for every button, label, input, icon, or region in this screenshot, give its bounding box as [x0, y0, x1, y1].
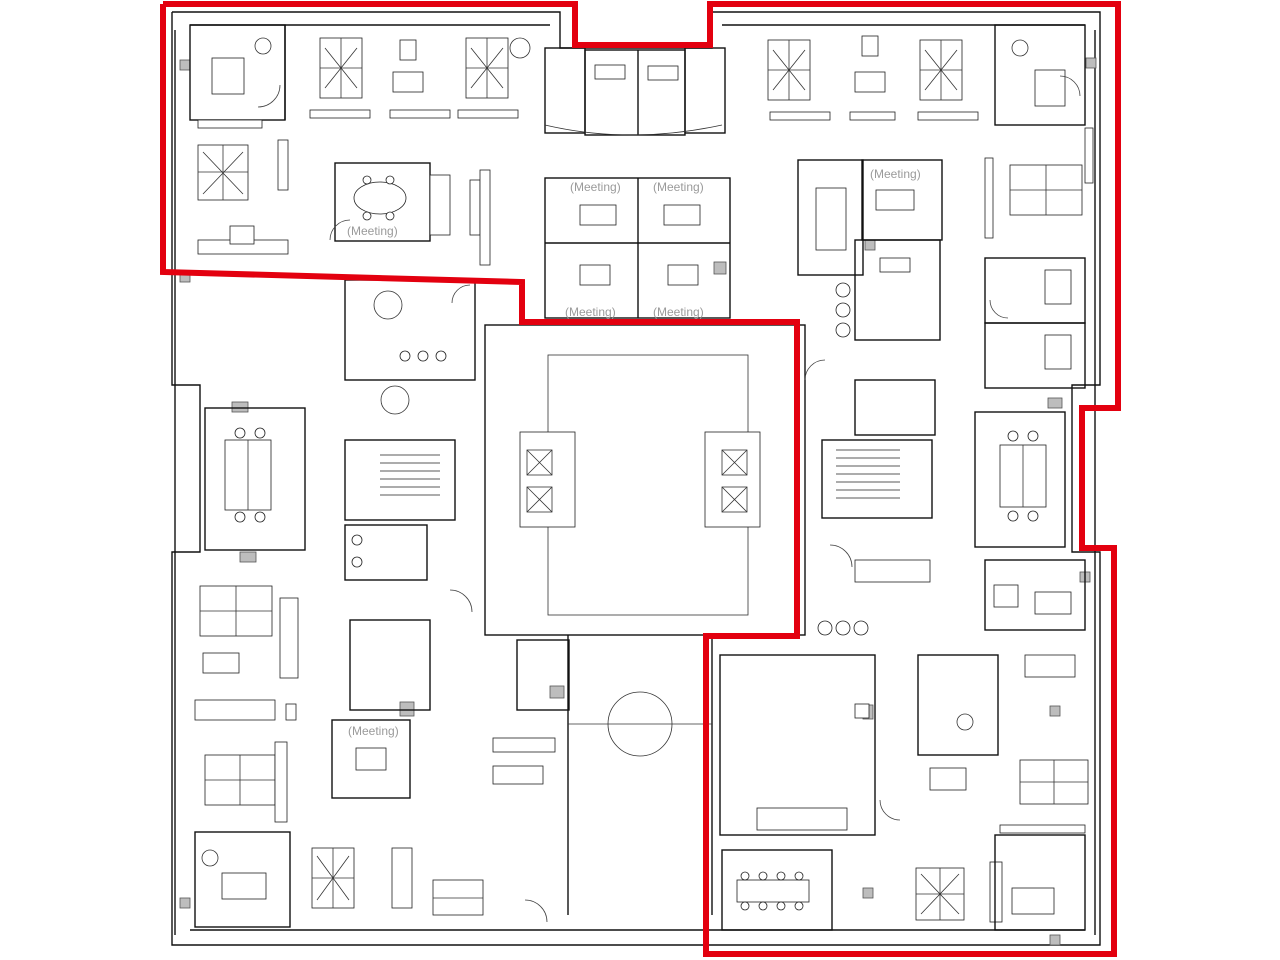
- column-icon: [1085, 57, 1097, 69]
- west-core: [344, 279, 476, 711]
- room-label: (Meeting): [565, 305, 616, 319]
- west-meeting-pod: [204, 407, 1066, 551]
- meeting-table-icon: [355, 747, 387, 771]
- stair-icon: [380, 454, 440, 496]
- door-swing-icon: [451, 284, 471, 304]
- desk: [221, 872, 267, 900]
- north-east-offices: (Meeting): [767, 24, 1094, 389]
- door-swing-icon: [879, 799, 901, 821]
- south-east-offices: [719, 559, 1089, 931]
- workstation-cluster-icon: [197, 144, 249, 201]
- room-label: (Meeting): [653, 305, 704, 319]
- toilet-icon: [351, 556, 363, 568]
- workstation-cluster-icon: [311, 847, 355, 909]
- workstation-cluster-icon: [1019, 759, 1089, 805]
- workstation-cluster-icon: [767, 39, 811, 101]
- column-icon: [179, 59, 191, 71]
- room-label: (Meeting): [348, 724, 399, 738]
- workstation-cluster-icon: [199, 585, 273, 637]
- doors: [257, 75, 1081, 923]
- column-icon: [231, 401, 249, 413]
- room-label: (Meeting): [653, 180, 704, 194]
- stair-icon: [836, 449, 900, 499]
- workstation-cluster-icon: [465, 37, 509, 99]
- top-central-offices: [544, 47, 726, 136]
- workstation-cluster-icon: [204, 754, 276, 806]
- highlighted-zones: [160, 1, 1121, 957]
- workstation-cluster-icon: [432, 879, 484, 916]
- elevator-icon: [526, 449, 748, 513]
- column-icon: [1049, 705, 1061, 717]
- room-label: (Meeting): [570, 180, 621, 194]
- room-label: (Meeting): [870, 167, 921, 181]
- column-icon: [1049, 934, 1061, 946]
- central-meeting-block: (Meeting) (Meeting) (Meeting) (Meeting) …: [347, 177, 731, 319]
- desk: [1011, 887, 1055, 915]
- meeting-table-icon: [353, 181, 407, 215]
- column-icon: [864, 239, 876, 251]
- workstation-cluster-icon: [1009, 164, 1083, 216]
- east-core: [821, 239, 941, 583]
- door-swing-icon: [257, 84, 281, 108]
- column-icon: [549, 685, 565, 699]
- south-west-offices: (Meeting): [194, 585, 570, 928]
- toilet-icon: [351, 534, 363, 546]
- door-swing-icon: [989, 299, 1009, 319]
- workstation-cluster-icon: [915, 867, 965, 921]
- meeting-table-icon: [736, 879, 810, 903]
- toilet-icon: [835, 322, 851, 338]
- toilet-icon: [835, 282, 851, 298]
- desk: [1034, 69, 1066, 107]
- column-icon: [862, 887, 874, 899]
- room-label: (Meeting): [347, 224, 398, 238]
- door-swing-icon: [329, 219, 351, 241]
- meeting-table-icon: [929, 767, 967, 791]
- atrium: [484, 324, 806, 915]
- column-icon: [399, 701, 415, 717]
- workstation-cluster-icon: [392, 39, 424, 93]
- north-west-zone: [160, 1, 1121, 957]
- door-swing-icon: [524, 899, 548, 923]
- door-swing-icon: [449, 589, 473, 613]
- column-icon: [239, 551, 257, 563]
- desk: [211, 57, 245, 95]
- toilet-icon: [835, 302, 851, 318]
- north-west-offices: [189, 24, 531, 266]
- meeting-table-icon: [815, 187, 847, 251]
- workstation-cluster-icon: [919, 39, 963, 101]
- building-walls: [171, 11, 1101, 946]
- door-swing-icon: [804, 359, 826, 381]
- door-swing-icon: [829, 544, 853, 568]
- column-icon: [179, 897, 191, 909]
- workstation-cluster-icon: [319, 37, 363, 99]
- column-icon: [713, 261, 727, 275]
- column-icon: [1047, 397, 1063, 409]
- door-swing-icon: [1059, 75, 1081, 97]
- meeting-table-icon: [579, 204, 701, 286]
